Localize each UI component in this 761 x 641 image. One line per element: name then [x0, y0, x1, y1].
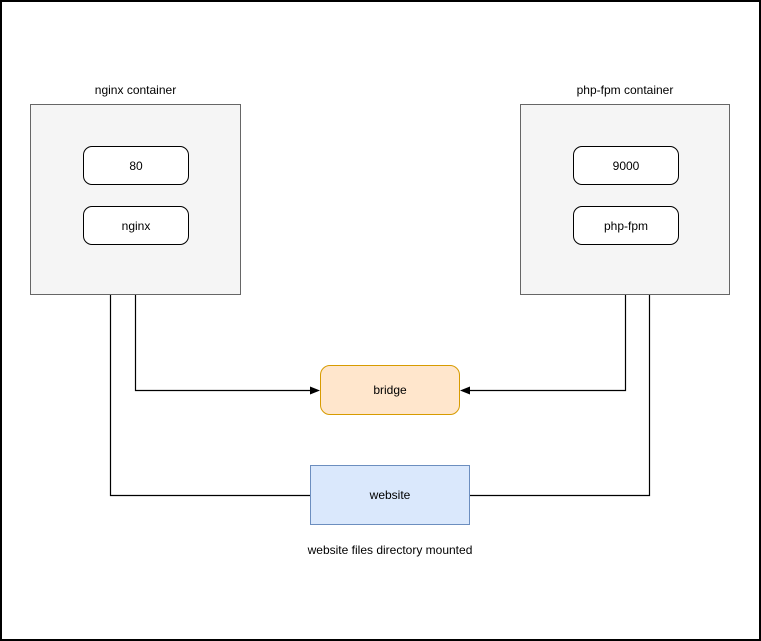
arrowhead-phpfpm-to-bridge: [460, 386, 470, 395]
connector-nginx-to-website: [109, 295, 310, 497]
connector-phpfpm-to-website: [470, 295, 651, 497]
bridge-label: bridge: [373, 383, 407, 397]
port-80-node: 80: [83, 146, 189, 185]
port-80-label: 80: [129, 158, 143, 173]
nginx-container-group: [30, 104, 241, 295]
website-label: website: [369, 488, 411, 502]
phpfpm-service-node: php-fpm: [573, 206, 679, 245]
website-node: website: [310, 465, 470, 525]
phpfpm-service-label: php-fpm: [603, 218, 649, 233]
nginx-service-node: nginx: [83, 206, 189, 245]
website-caption: website files directory mounted: [307, 543, 473, 557]
phpfpm-container-group: [520, 104, 730, 295]
nginx-container-title: nginx container: [94, 83, 177, 97]
arrowhead-nginx-to-bridge: [310, 386, 320, 395]
nginx-service-label: nginx: [121, 218, 151, 233]
bridge-node: bridge: [320, 365, 460, 415]
port-9000-node: 9000: [573, 146, 679, 185]
connector-phpfpm-to-bridge: [469, 295, 627, 392]
port-9000-label: 9000: [612, 158, 640, 173]
phpfpm-container-title: php-fpm container: [576, 83, 674, 97]
connector-nginx-to-bridge: [134, 295, 311, 392]
